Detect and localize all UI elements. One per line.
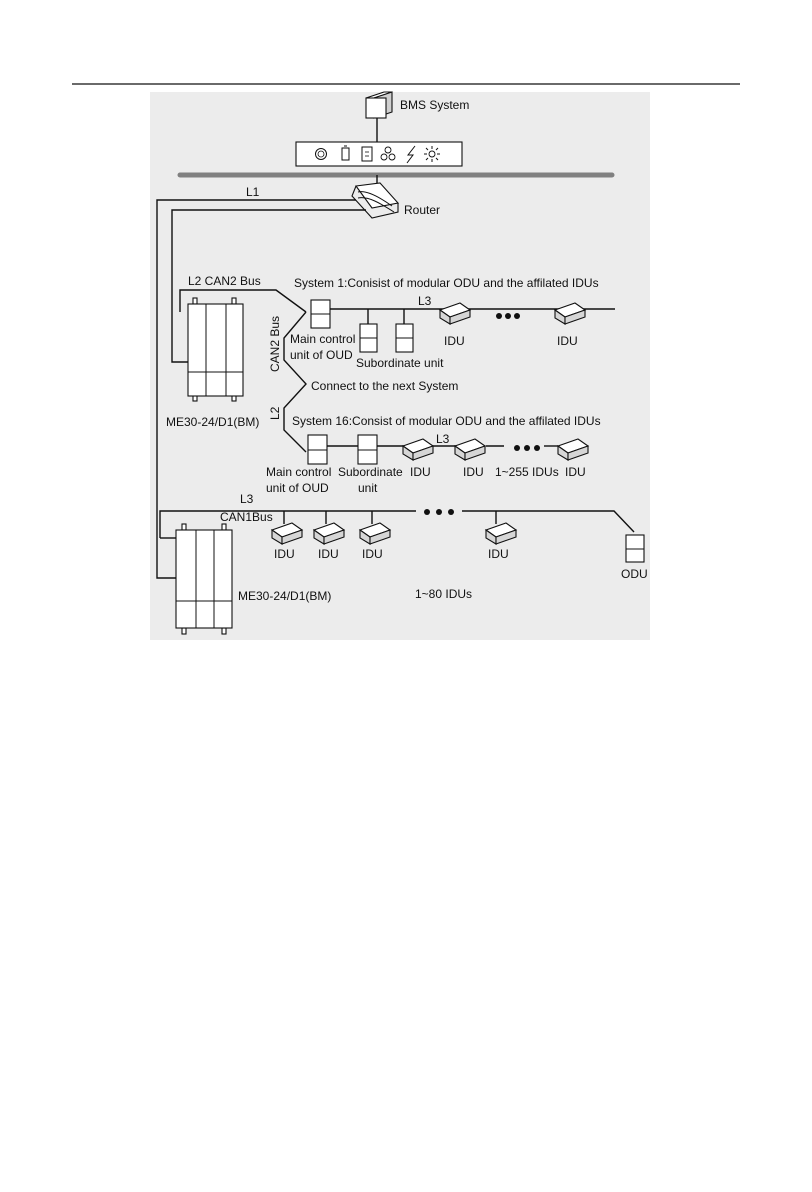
system16-idu-1-label: IDU xyxy=(410,465,431,479)
can1-ellipsis xyxy=(424,509,454,515)
can1-bus-line-right xyxy=(462,510,635,533)
system16-subordinate-unit xyxy=(357,434,378,465)
l1-line-outer xyxy=(156,199,356,579)
system1-idu-2 xyxy=(553,302,587,325)
settings-circle-icon xyxy=(315,148,327,160)
can1-idu-2-label: IDU xyxy=(318,547,339,561)
can1-l3-label: L3 xyxy=(240,492,254,506)
system1-subordinate-unit-1 xyxy=(359,323,378,353)
can1-idu-1 xyxy=(270,522,304,545)
system16-l3-label: L3 xyxy=(436,432,450,446)
can1-idu-1-label: IDU xyxy=(274,547,295,561)
can1-idu-3-label: IDU xyxy=(362,547,383,561)
fan-icon xyxy=(380,146,396,161)
system16-idu-1 xyxy=(401,438,435,461)
gateway-unit-upper xyxy=(187,297,244,402)
system1-l3-label: L3 xyxy=(418,294,432,308)
router-label: Router xyxy=(404,203,440,217)
system16-label: System 16:Consist of modular ODU and the… xyxy=(292,414,601,428)
gateway-upper-model-label: ME30-24/D1(BM) xyxy=(166,415,259,429)
lightning-icon xyxy=(406,145,416,164)
odu-unit xyxy=(625,534,645,563)
system1-main-control-unit xyxy=(310,299,331,329)
system1-main-control-label-line2: unit of OUD xyxy=(290,348,353,362)
system1-subordinate-label: Subordinate unit xyxy=(356,356,444,370)
system16-idu-3-label: IDU xyxy=(565,465,586,479)
can1bus-label: CAN1Bus xyxy=(220,510,273,524)
system16-main-control-unit xyxy=(307,434,328,465)
l1-label: L1 xyxy=(246,185,260,199)
l2-can2-bus-line xyxy=(179,289,307,313)
can1-idu-2 xyxy=(312,522,346,545)
can2-bus-zigzag xyxy=(283,311,307,453)
system1-idu-1 xyxy=(438,302,472,325)
can2-bus-vertical-label: CAN2 Bus xyxy=(268,316,282,372)
can1-idu-4-label: IDU xyxy=(488,547,509,561)
system16-idu-3 xyxy=(556,438,590,461)
can1-idu-4 xyxy=(484,522,518,545)
gateway-unit-lower xyxy=(175,523,233,635)
sun-icon xyxy=(424,146,440,162)
system1-label: System 1:Conisist of modular ODU and the… xyxy=(294,276,599,290)
system1-main-control-label-line1: Main control xyxy=(290,332,355,346)
l2-can2-bus-label: L2 CAN2 Bus xyxy=(188,274,261,288)
router-icon xyxy=(351,182,400,219)
system16-idu-count-label: 1~255 IDUs xyxy=(495,465,559,479)
gateway-lower-model-label: ME30-24/D1(BM) xyxy=(238,589,331,603)
system1-subordinate-unit-2 xyxy=(395,323,414,353)
system1-idu-1-label: IDU xyxy=(444,334,465,348)
unit-control-icon xyxy=(361,146,373,162)
system16-ellipsis xyxy=(514,445,540,451)
system16-idu-2-label: IDU xyxy=(463,465,484,479)
system1-ellipsis xyxy=(496,313,520,319)
can1-idu-3 xyxy=(358,522,392,545)
connect-next-system-label: Connect to the next System xyxy=(311,379,458,393)
system16-main-control-label-line1: Main control xyxy=(266,465,331,479)
can1-idu-count-label: 1~80 IDUs xyxy=(415,587,472,601)
odu-label: ODU xyxy=(621,567,648,581)
system16-subordinate-label-line1: Subordinate xyxy=(338,465,403,479)
l2-vertical-label: L2 xyxy=(268,406,282,420)
system16-idu-2 xyxy=(453,438,487,461)
system16-subordinate-label-line2: unit xyxy=(358,481,378,495)
bms-system-label: BMS System xyxy=(400,98,469,112)
system16-main-control-label-line2: unit of OUD xyxy=(266,481,329,495)
system1-idu-2-label: IDU xyxy=(557,334,578,348)
battery-icon xyxy=(341,145,350,161)
can1-bus-line-left xyxy=(159,510,416,538)
bms-system-box xyxy=(365,91,393,119)
l1-line-inner xyxy=(171,209,366,363)
